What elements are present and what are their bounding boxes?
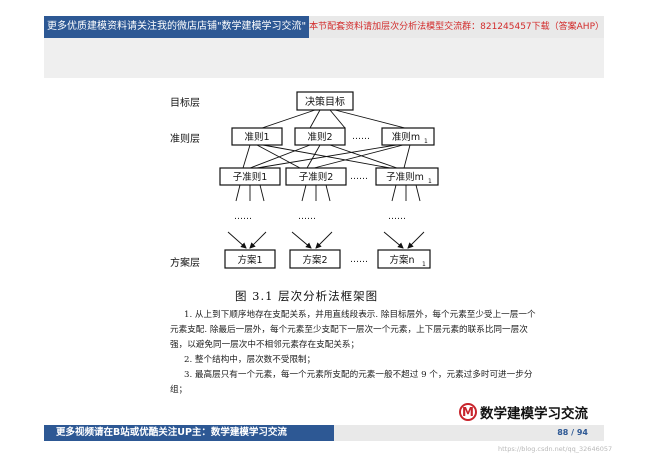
goal-node-label: 决策目标 bbox=[305, 95, 345, 108]
subcriteria-ellipsis: …… bbox=[350, 172, 368, 182]
brand-badge: M 数学建模学习交流 bbox=[459, 402, 588, 422]
criteria-ellipsis: …… bbox=[352, 132, 370, 142]
ahp-hierarchy-diagram: 目标层 准则层 方案层 决策目标 准则1 准则2 …… 准则m 1 bbox=[170, 91, 439, 269]
top-banner: 更多优质建模资料请关注我的微店店铺"数学建模学习交流" 本节配套资料请加层次分析… bbox=[44, 16, 604, 38]
middle-ellipsis-2: …… bbox=[298, 212, 316, 222]
footer-bar: 更多视频请在B站或优酷关注UP主：数学建模学习交流 88 / 94 bbox=[44, 425, 604, 441]
criteria-connectors bbox=[242, 144, 411, 169]
goal-node: 决策目标 bbox=[296, 91, 354, 111]
brand-name: 数学建模学习交流 bbox=[480, 406, 588, 422]
alternative-node-2: 方案2 bbox=[289, 249, 341, 269]
body-text: 1. 从上到下顺序地存在支配关系，并用直线段表示. 除目标层外，每个元素至少受上… bbox=[170, 308, 540, 398]
alternative-ellipsis: …… bbox=[350, 255, 368, 265]
criteria-node-2: 准则2 bbox=[294, 127, 346, 146]
footer-promo-text: 更多视频请在B站或优酷关注UP主：数学建模学习交流 bbox=[44, 425, 334, 441]
subcriteria-node-2-label: 子准则2 bbox=[299, 171, 334, 183]
criteria-node-1: 准则1 bbox=[231, 127, 283, 146]
layer-label-alternatives: 方案层 bbox=[170, 256, 200, 269]
layer-label-criteria: 准则层 bbox=[170, 132, 200, 145]
alternative-node-n: 方案n 1 bbox=[377, 249, 431, 269]
figure-caption: 图 3.1 层次分析法框架图 bbox=[235, 289, 379, 303]
goal-connectors bbox=[261, 109, 406, 129]
alternative-arrows bbox=[227, 231, 425, 249]
header-group-note: 本节配套资料请加层次分析法模型交流群：821245457下载（答案AHP） bbox=[309, 16, 604, 38]
middle-ellipsis-3: …… bbox=[388, 212, 406, 222]
watermark-url: https://blog.csdn.net/qq_32646057 bbox=[498, 445, 613, 453]
slide-title-band bbox=[44, 38, 604, 78]
paragraph-2: 2. 整个结构中，层次数不受限制； bbox=[184, 355, 316, 365]
brand-logo-icon: M bbox=[459, 403, 477, 421]
layer-label-goal: 目标层 bbox=[170, 97, 200, 109]
paragraph-3: 3. 最高层只有一个元素，每一个元素所支配的元素一般不超过 9 个，元素过多时可… bbox=[170, 370, 533, 395]
paragraph-1: 1. 从上到下顺序地存在支配关系，并用直线段表示. 除目标层外，每个元素至少受上… bbox=[170, 310, 536, 350]
subcriteria-connectors bbox=[235, 184, 421, 202]
page-number: 88 / 94 bbox=[557, 428, 588, 437]
criteria-node-m-subscript: 1 bbox=[424, 138, 428, 145]
subcriteria-node-m-label: 子准则m bbox=[386, 171, 424, 183]
subcriteria-node-1: 子准则1 bbox=[219, 167, 281, 186]
criteria-node-2-label: 准则2 bbox=[307, 131, 332, 143]
subcriteria-node-2: 子准则2 bbox=[285, 167, 347, 186]
middle-ellipsis-1: …… bbox=[234, 212, 252, 222]
subcriteria-node-m-subscript: 1 bbox=[428, 178, 432, 185]
criteria-node-m: 准则m 1 bbox=[381, 127, 435, 146]
alternative-node-1: 方案1 bbox=[224, 249, 276, 269]
criteria-node-m-label: 准则m bbox=[392, 131, 420, 143]
criteria-node-1-label: 准则1 bbox=[244, 131, 269, 143]
alternative-node-n-label: 方案n bbox=[389, 254, 414, 266]
alternative-node-2-label: 方案2 bbox=[302, 254, 327, 266]
alternative-node-1-label: 方案1 bbox=[237, 254, 262, 266]
subcriteria-node-m: 子准则m 1 bbox=[375, 167, 439, 186]
alternative-node-n-subscript: 1 bbox=[422, 261, 426, 268]
header-promo-text: 更多优质建模资料请关注我的微店店铺"数学建模学习交流" bbox=[44, 16, 310, 38]
subcriteria-node-1-label: 子准则1 bbox=[233, 171, 268, 183]
